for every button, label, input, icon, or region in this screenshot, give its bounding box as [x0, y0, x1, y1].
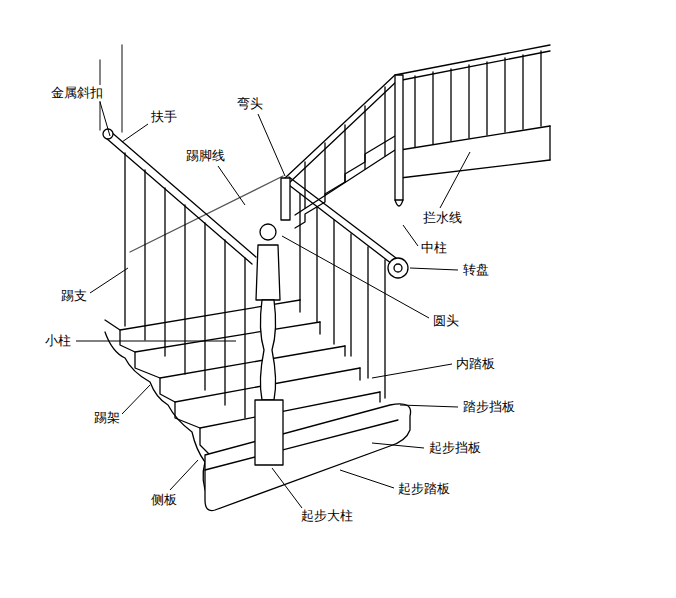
- part-label: 踏步挡板: [462, 399, 516, 415]
- part-label: 起步挡板: [428, 440, 482, 456]
- leader-lines: [76, 102, 470, 508]
- part-label: 起步大柱: [300, 508, 354, 524]
- part-label: 踢支: [60, 288, 88, 304]
- part-label: 小柱: [44, 333, 72, 349]
- part-label: 弯头: [236, 96, 264, 112]
- part-label: 扶手: [150, 109, 178, 125]
- part-label: 拦水线: [422, 210, 463, 226]
- part-label: 金属斜扣: [50, 85, 104, 101]
- part-label: 圆头: [432, 313, 460, 329]
- part-label: 中柱: [420, 240, 448, 256]
- part-label: 转盘: [462, 262, 490, 278]
- part-label: 踢脚线: [185, 148, 226, 164]
- part-label: 侧板: [150, 492, 178, 508]
- part-label: 起步踏板: [397, 481, 451, 497]
- part-label: 内踏板: [455, 356, 496, 372]
- part-label: 踢架: [93, 410, 121, 426]
